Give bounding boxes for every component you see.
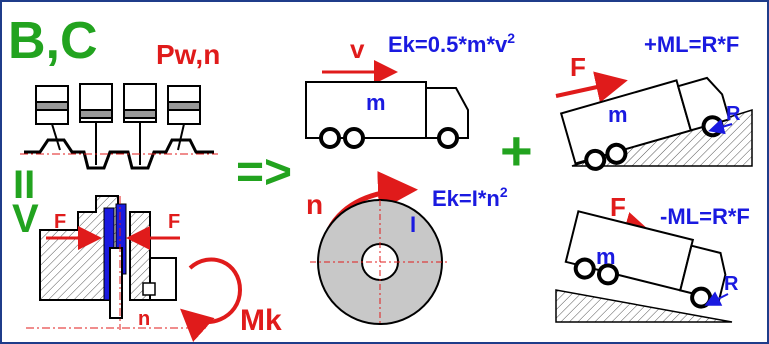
label-r-up: R	[726, 103, 741, 125]
label-pwn: Pw,n	[156, 39, 220, 70]
label-m-truck: m	[366, 90, 386, 115]
crankshaft	[24, 138, 214, 170]
slope-down	[555, 289, 733, 323]
arrow-r-up	[708, 118, 733, 135]
label-i-disk: I	[410, 212, 416, 237]
truck-flat	[305, 81, 469, 149]
label-f-right: F	[168, 211, 180, 233]
truck-uphill	[559, 76, 731, 171]
label-ml-down: -ML=R*F	[660, 204, 750, 229]
arrow-f-up	[555, 71, 628, 103]
label-m-up: m	[608, 102, 628, 127]
label-bc: B,C	[8, 12, 98, 70]
label-ml-up: +ML=R*F	[644, 32, 739, 57]
label-m-down: m	[596, 244, 616, 269]
arrow-mk	[180, 257, 243, 342]
label-r-down: R	[724, 273, 739, 295]
label-f-left: F	[54, 211, 66, 233]
label-f-up: F	[570, 52, 586, 82]
label-n-clutch: n	[138, 308, 150, 330]
label-f-down: F	[610, 192, 626, 222]
label-ek-truck: Ek=0.5*m*v2	[388, 30, 515, 57]
flywheel-disk	[310, 199, 450, 325]
implies-arrow: =>	[236, 146, 292, 199]
arrow-r-down	[704, 291, 729, 306]
label-ek-disk: Ek=I*n2	[432, 184, 508, 211]
label-n-disk: n	[306, 189, 323, 220]
label-v-truck: v	[350, 34, 365, 64]
label-mk: Mk	[240, 304, 282, 337]
truck-downhill	[564, 210, 727, 309]
plus-sign: +	[500, 119, 533, 182]
label-ii: II	[13, 163, 35, 207]
engine-pistons	[35, 83, 201, 165]
label-v-big: V	[12, 197, 39, 241]
